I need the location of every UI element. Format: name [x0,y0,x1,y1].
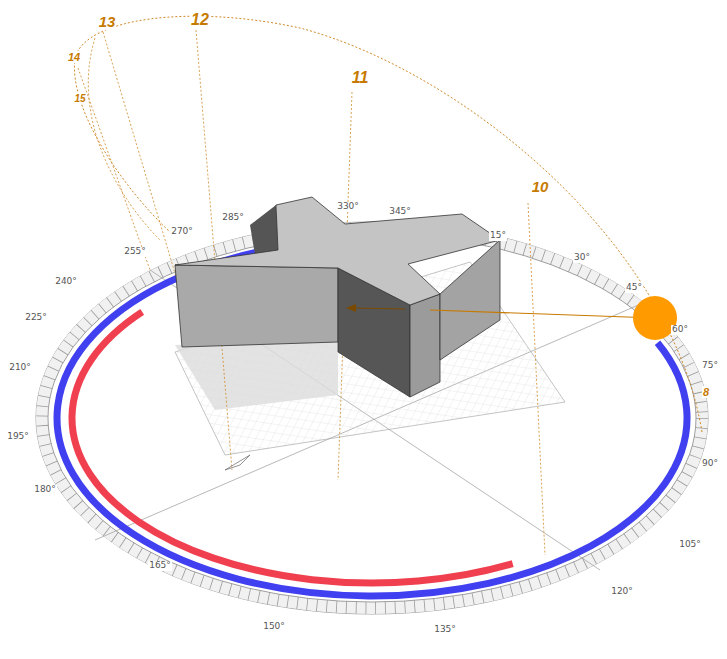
azimuth-label: 60° [671,325,689,335]
azimuth-label: 30° [573,253,591,263]
azimuth-label: 180° [33,485,57,495]
hour-label: 11 [351,69,370,87]
azimuth-label: 225° [24,313,48,323]
azimuth-label: 15° [489,231,507,241]
hour-label: 13 [98,14,117,31]
azimuth-label: 90° [701,459,719,469]
azimuth-label: 195° [6,432,30,442]
hour-label: 15 [73,93,86,104]
azimuth-label: 270° [170,227,194,237]
azimuth-label: 255° [123,247,147,257]
azimuth-label: 150° [262,622,286,632]
hour-label: 14 [67,51,81,63]
azimuth-label: 120° [610,587,634,597]
azimuth-label: 165° [148,561,172,571]
azimuth-label: 345° [388,207,412,217]
azimuth-label: 135° [433,625,457,635]
azimuth-label: 330° [336,202,360,212]
azimuth-label: 75° [701,361,719,371]
hour-label: 10 [531,179,550,196]
hour-label: 12 [190,11,210,29]
azimuth-label: 240° [54,277,78,287]
azimuth-label: 285° [221,213,245,223]
hour-label: 8 [702,386,710,398]
azimuth-label: 105° [678,540,702,550]
azimuth-label: 210° [8,363,32,373]
azimuth-label: 45° [625,283,643,293]
